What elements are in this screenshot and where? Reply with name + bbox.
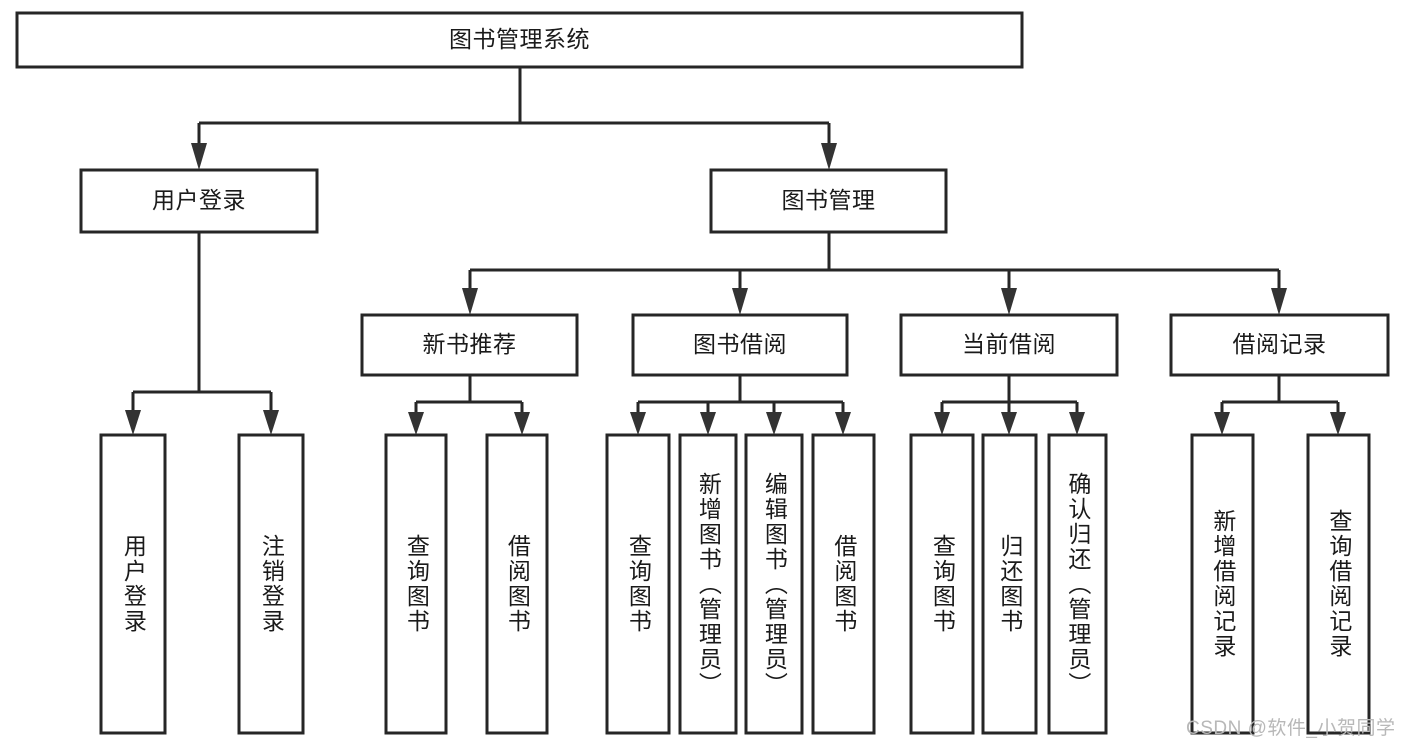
box-leaf-confirm-return[interactable] <box>1047 433 1108 735</box>
box-leaf-return-book[interactable] <box>981 433 1038 735</box>
box-leaf-query-record[interactable] <box>1306 433 1371 735</box>
arrow-head-leaf-borrow-book-2 <box>835 412 851 435</box>
box-leaf-query-book-1[interactable] <box>384 433 448 735</box>
arrow-head-book-borrow <box>732 288 748 315</box>
connector-group-new-book-recommend <box>408 375 530 435</box>
arrow-head-leaf-edit-book <box>766 412 782 435</box>
arrow-head-book-manage <box>821 143 837 170</box>
box-leaf-borrow-book-1[interactable] <box>485 433 549 735</box>
box-leaf-query-book-2[interactable] <box>605 433 671 735</box>
box-root[interactable] <box>15 11 1024 69</box>
arrow-head-current-borrow <box>1001 288 1017 315</box>
box-book-borrow[interactable] <box>631 313 849 377</box>
box-leaf-query-book-3[interactable] <box>909 433 975 735</box>
arrow-head-borrow-record <box>1271 288 1287 315</box>
box-leaf-edit-book[interactable] <box>744 433 804 735</box>
box-leaf-user-logout[interactable] <box>237 433 305 735</box>
connector-group-book-borrow <box>630 375 851 435</box>
connector-group-user-login <box>125 232 279 435</box>
arrow-head-leaf-query-book-2 <box>630 412 646 435</box>
box-user-login[interactable] <box>79 168 319 234</box>
arrow-head-leaf-query-record <box>1330 412 1346 435</box>
box-leaf-add-book[interactable] <box>678 433 738 735</box>
arrow-head-leaf-query-book-1 <box>408 412 424 435</box>
box-borrow-record[interactable] <box>1169 313 1390 377</box>
box-leaf-add-record[interactable] <box>1190 433 1255 735</box>
connector-group-book-manage <box>462 232 1287 315</box>
connector-group-current-borrow <box>934 375 1085 435</box>
arrow-head-user-login <box>191 143 207 170</box>
arrow-head-leaf-add-book <box>700 412 716 435</box>
arrow-head-new-book-recommend <box>462 288 478 315</box>
arrow-head-leaf-query-book-3 <box>934 412 950 435</box>
box-current-borrow[interactable] <box>899 313 1119 377</box>
box-leaf-borrow-book-2[interactable] <box>811 433 876 735</box>
csdn-watermark: CSDN @软件_小贺同学 <box>1186 718 1396 739</box>
arrow-head-leaf-user-logout <box>263 410 279 435</box>
connector-group-borrow-record <box>1214 375 1346 435</box>
arrow-head-leaf-borrow-book-1 <box>514 412 530 435</box>
arrow-head-leaf-user-login <box>125 410 141 435</box>
arrow-head-leaf-add-record <box>1214 412 1230 435</box>
arrow-head-leaf-return-book <box>1001 412 1017 435</box>
box-new-book-recommend[interactable] <box>360 313 579 377</box>
connector-group-root <box>191 67 837 170</box>
box-leaf-user-login[interactable] <box>99 433 167 735</box>
box-book-manage[interactable] <box>709 168 948 234</box>
arrow-head-leaf-confirm-return <box>1069 412 1085 435</box>
